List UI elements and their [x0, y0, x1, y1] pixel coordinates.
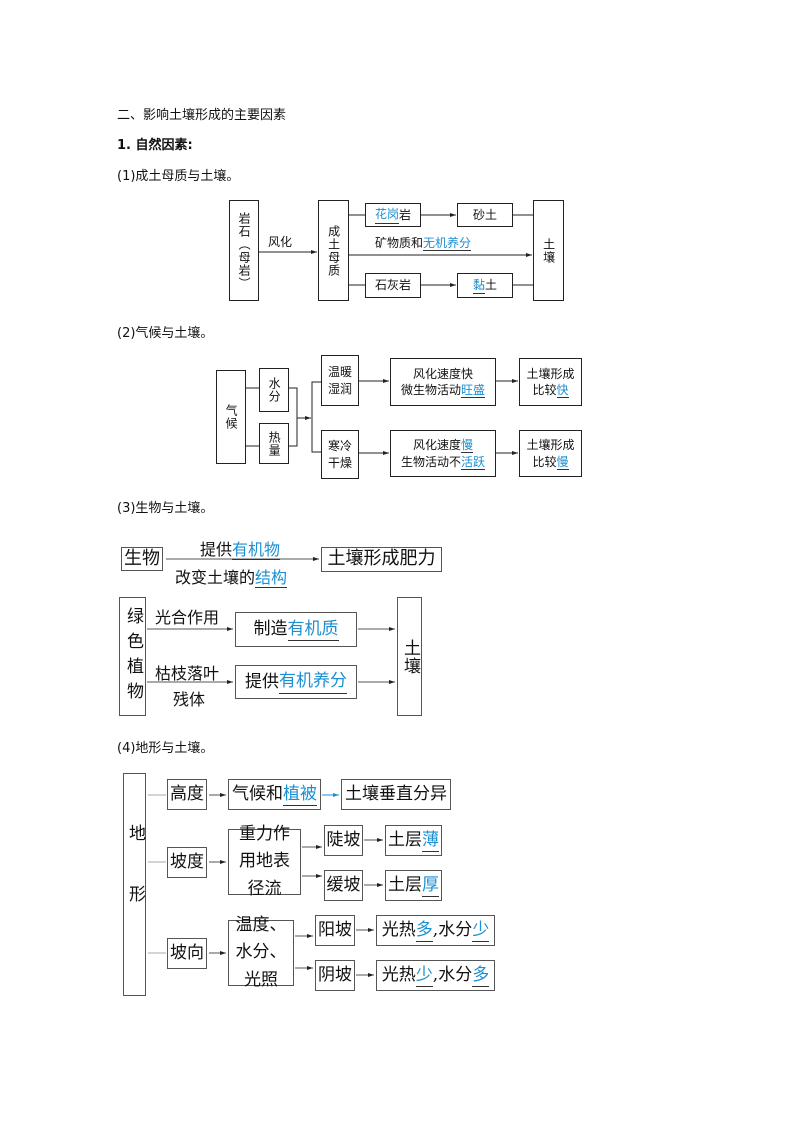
- t: 光热: [381, 920, 416, 941]
- clim-plain: 气候和: [232, 784, 283, 805]
- clay-rest: 土: [485, 278, 498, 293]
- answer-blank: 花岗: [374, 206, 399, 224]
- terrain-box: 地形: [124, 823, 145, 946]
- line2: 比较: [532, 454, 557, 469]
- answer-blank: 有机质: [287, 618, 339, 642]
- granite-rest: 岩: [399, 207, 412, 222]
- aspect-box: 坡向: [167, 938, 207, 969]
- slow-weathering-box: 风化速度慢生物活动不活跃: [390, 430, 496, 477]
- shady-slope-box: 阴坡: [315, 960, 355, 991]
- line1: 风化速度: [412, 438, 461, 453]
- s1-title: (1)成土母质与土壤。: [117, 169, 240, 184]
- line1: 土壤形成: [526, 438, 575, 453]
- sunny-result-box: 光热多,水分少: [376, 915, 495, 946]
- sunny-slope-box: 阳坡: [315, 915, 355, 946]
- answer-blank: 黏: [472, 277, 485, 295]
- vertical-zonation-box: 土壤垂直分异: [341, 779, 451, 810]
- water-box: 水分: [267, 377, 282, 403]
- mineral-label: 矿物质和无机养分: [375, 234, 472, 251]
- line2: 比较: [532, 383, 557, 397]
- cold-dry-box: 寒冷干燥: [321, 430, 359, 479]
- subheading: 1. 自然因素:: [117, 138, 193, 153]
- answer-blank: 多: [415, 919, 433, 943]
- residue-label: 残体: [173, 690, 206, 709]
- answer-blank: 多: [472, 964, 490, 988]
- make-plain: 制造: [253, 619, 288, 640]
- answer-blank: 慢: [461, 438, 474, 454]
- factors-box: 温度、水分、光照: [228, 915, 294, 990]
- thin-soil-box: 土层薄: [385, 825, 442, 856]
- thick-soil-box: 土层厚: [385, 870, 442, 901]
- line2: 生物活动不: [400, 454, 461, 469]
- warm-humid-box: 温暖湿润: [321, 355, 359, 406]
- answer-blank: 厚: [422, 874, 439, 898]
- t: ,水分: [432, 965, 473, 986]
- weathering-label: 风化: [268, 235, 293, 249]
- soil-box-3: 土壤: [399, 638, 420, 675]
- s3-title: (3)生物与土壤。: [117, 501, 214, 516]
- answer-blank: 活跃: [461, 454, 486, 470]
- fast-weathering-box: 风化速度快微生物活动旺盛: [390, 358, 496, 406]
- green-plant-box: 绿色植物: [122, 606, 143, 707]
- heat-box: 热量: [267, 430, 282, 457]
- height-box: 高度: [167, 779, 207, 810]
- t: ,水分: [432, 920, 473, 941]
- nut-plain: 提供: [245, 671, 279, 692]
- fast-formation-box: 土壤形成比较快: [519, 358, 582, 406]
- slow-formation-box: 土壤形成比较慢: [519, 430, 582, 477]
- climate-vegetation-box: 气候和植被: [228, 779, 321, 810]
- line1: 风化速度快: [412, 366, 473, 381]
- answer-blank: 旺盛: [461, 383, 486, 398]
- answer-blank: 无机养分: [423, 236, 472, 251]
- line2: 微生物活动: [400, 383, 461, 397]
- t: 光热: [381, 965, 416, 986]
- mineral-plain: 矿物质和: [375, 236, 424, 250]
- steep-slope-box: 陡坡: [324, 825, 363, 856]
- answer-blank: 植被: [283, 783, 317, 807]
- line1: 土壤形成: [526, 366, 575, 381]
- answer-blank: 有机养分: [279, 670, 347, 694]
- gentle-slope-box: 缓坡: [324, 870, 363, 901]
- fertility-box: 土壤形成肥力: [321, 547, 442, 572]
- gravity-runoff-box: 重力作用地表径流: [228, 824, 301, 899]
- slope-box: 坡度: [167, 847, 207, 878]
- thin-plain: 土层: [388, 830, 422, 851]
- organism-box: 生物: [121, 547, 163, 571]
- s2-title: (2)气候与土壤。: [117, 326, 214, 341]
- answer-blank: 结构: [255, 568, 288, 588]
- provide-plain: 提供: [200, 540, 233, 559]
- section-heading: 二、影响土壤形成的主要因素: [117, 108, 287, 123]
- answer-blank: 有机物: [232, 540, 281, 560]
- s4-title: (4)地形与土壤。: [117, 741, 214, 756]
- answer-blank: 慢: [556, 454, 569, 470]
- photosynthesis-label: 光合作用: [155, 608, 220, 627]
- parent-material-box: 成土母质: [326, 224, 341, 277]
- climate-box: 气候: [224, 404, 239, 430]
- rock-box: 岩石（母岩）: [237, 211, 252, 290]
- litter-label: 枯枝落叶: [155, 664, 220, 683]
- shady-result-box: 光热少,水分多: [376, 960, 495, 991]
- provide-label: 提供有机物: [200, 536, 281, 560]
- clay-box: 黏土: [457, 273, 513, 298]
- thick-plain: 土层: [388, 875, 422, 896]
- change-label: 改变土壤的结构: [175, 564, 288, 588]
- nutrient-box: 提供有机养分: [235, 665, 357, 699]
- soil-box: 土壤: [541, 237, 556, 264]
- make-organic-box: 制造有机质: [235, 612, 357, 647]
- answer-blank: 少: [472, 919, 490, 943]
- answer-blank: 快: [556, 383, 569, 398]
- answer-blank: 薄: [422, 829, 439, 853]
- change-plain: 改变土壤的: [175, 568, 256, 587]
- sandy-soil-box: 砂土: [457, 203, 513, 227]
- limestone-box: 石灰岩: [365, 273, 421, 298]
- answer-blank: 少: [415, 964, 433, 988]
- granite-box: 花岗岩: [365, 203, 421, 227]
